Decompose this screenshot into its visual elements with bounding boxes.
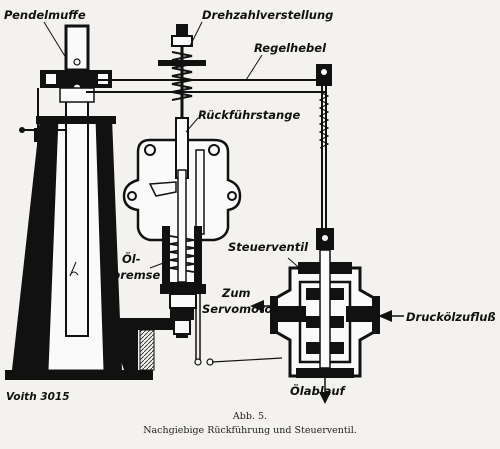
label-zum: Zum (222, 286, 251, 300)
label-oelablauf: Ölablauf (290, 384, 345, 398)
arrow-servomotor-icon (250, 300, 264, 312)
speed-adjustment (158, 21, 206, 120)
label-rueckfuehrstange: Rückführstange (198, 108, 301, 122)
oil-brake (122, 117, 283, 366)
figure-caption-title: Nachgiebige Rückführung und Steuerventil… (143, 425, 357, 436)
label-pendelmuffe: Pendelmuffe (4, 8, 86, 22)
figure-caption-number: Abb. 5. (232, 411, 268, 422)
arrow-oil-drain-icon (319, 392, 331, 404)
label-voith: Voith 3015 (6, 391, 70, 403)
label-oel: Öl- (122, 252, 141, 266)
control-lever (86, 54, 332, 93)
label-drehzahlverstellung: Drehzahlverstellung (202, 8, 334, 22)
label-regelhebel: Regelhebel (254, 41, 327, 55)
label-druckoelzufluss: Druckölzufluß (406, 310, 496, 324)
arrow-pressure-oil-icon (378, 310, 392, 322)
label-bremse: bremse (112, 268, 161, 282)
label-steuerventil: Steuerventil (228, 240, 309, 254)
pendulum-column (5, 24, 174, 380)
label-servomotor: Servomotor (202, 302, 279, 316)
control-valve (250, 86, 404, 404)
